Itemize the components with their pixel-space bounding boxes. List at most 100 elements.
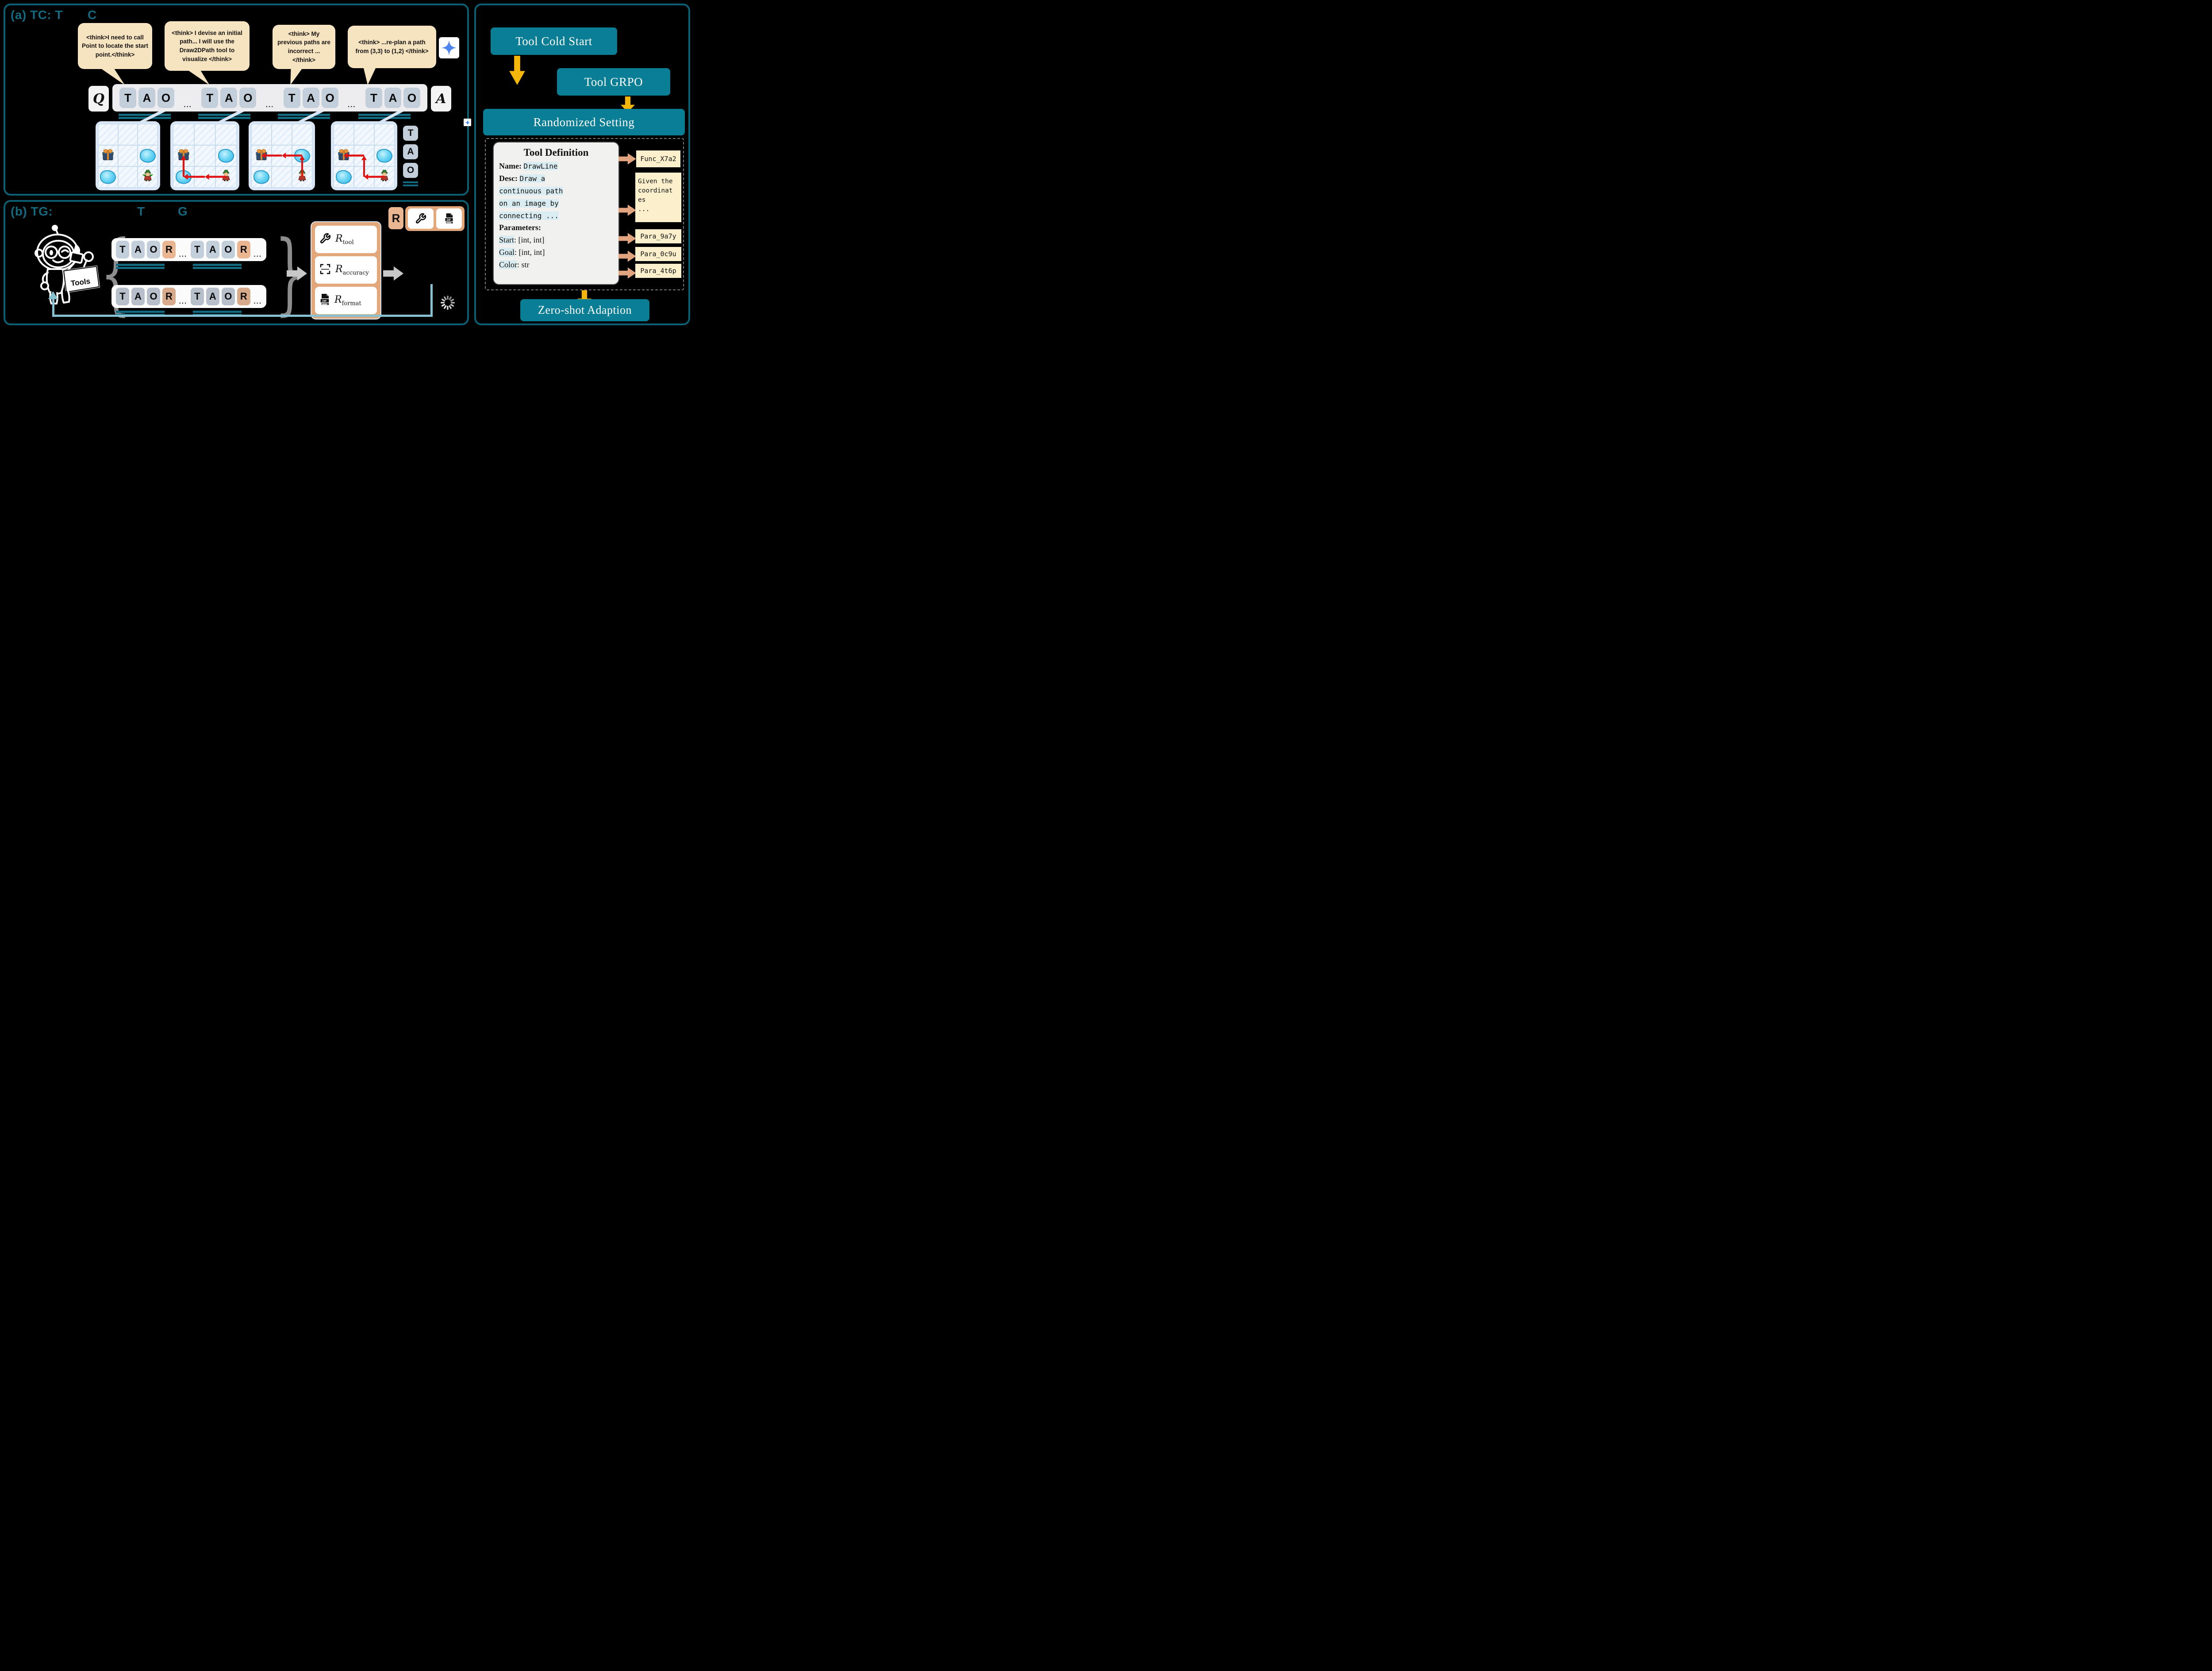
token-o: O <box>147 288 160 305</box>
red-path-overlay <box>98 124 157 188</box>
feedback-line-left <box>52 299 54 316</box>
zip-file-icon: ZIP <box>319 293 330 308</box>
token-r: R <box>237 288 250 305</box>
panel-b-title-t: T <box>137 204 145 218</box>
ice-tile <box>292 124 312 145</box>
gift-icon <box>337 149 350 163</box>
token-r: R <box>237 241 250 258</box>
tool-desc-line: connecting ... <box>499 211 559 220</box>
ice-tile <box>138 124 157 145</box>
ellipsis: ... <box>265 101 274 109</box>
token-t: T <box>116 288 129 305</box>
ice-tile <box>334 124 354 145</box>
tool-name-value: DrawLine <box>523 162 558 170</box>
gemini-star-icon <box>439 37 459 58</box>
underline <box>119 117 171 119</box>
ellipsis: ... <box>179 251 188 258</box>
ellipsis: ... <box>184 101 192 109</box>
vstack-token-o: O <box>403 163 418 178</box>
underline <box>198 117 250 119</box>
token-t: T <box>190 241 204 258</box>
tool-param-start: Start: [int, int] <box>499 235 545 245</box>
feedback-arrowhead-up <box>48 291 58 299</box>
feedback-line-right <box>430 284 433 317</box>
feedback-line-bottom <box>52 315 433 317</box>
tool-grpo-box: Tool GRPO <box>557 68 670 96</box>
panel-a-title-part1: (a) TC: T <box>11 8 63 22</box>
token-a: A <box>138 88 155 108</box>
think-bubble-3: <think> My previous paths are incorrect … <box>273 25 335 69</box>
underline <box>116 311 165 313</box>
tool-definition-card: Tool Definition Name: DrawLine Desc: Dra… <box>493 142 619 285</box>
reward-format-card: ZIP Rformat <box>315 287 377 314</box>
frozenlake-grid-4 <box>331 121 397 190</box>
underline <box>116 267 165 269</box>
reward-accuracy-label: Raccuracy <box>335 263 369 277</box>
wrench-icon <box>408 208 434 229</box>
query-symbol-box: Q <box>88 86 109 112</box>
think-bubble-2-text: <think> I devise an initial path... I wi… <box>172 29 242 62</box>
ice-tile <box>272 124 292 145</box>
ice-tile <box>215 124 237 145</box>
ice-tile <box>118 166 138 188</box>
token-a: A <box>206 288 219 305</box>
tool-desc-line: on an image by <box>499 199 559 208</box>
mapped-desc-token: Given the coordinat es ... <box>635 173 681 222</box>
tool-params-label: Parameters: <box>499 223 541 232</box>
ice-hole <box>253 170 269 184</box>
ice-hole <box>100 170 116 184</box>
think-bubble-3-text: <think> My previous paths are incorrect … <box>277 30 331 63</box>
red-path-overlay <box>261 152 305 177</box>
panel-right-tool-training: Tool Cold Start Tool GRPO Randomized Set… <box>474 4 690 325</box>
token-o: O <box>221 288 235 305</box>
underline <box>403 181 418 183</box>
tool-name-line: Name: DrawLine <box>499 162 558 170</box>
arrow-right-icon <box>383 266 403 281</box>
underline <box>116 264 165 266</box>
bubble-tail-1 <box>100 68 125 85</box>
randomized-setting-container <box>485 138 684 290</box>
underline <box>193 267 242 269</box>
ice-hole <box>218 149 234 163</box>
panel-a-title-part2: C <box>88 8 97 22</box>
token-t: T <box>365 88 382 108</box>
underline <box>403 185 418 186</box>
reward-tool-label: Rtool <box>335 233 354 246</box>
ice-hole <box>139 149 156 163</box>
ice-tile <box>251 124 272 145</box>
reward-format-label: Rformat <box>334 294 361 307</box>
mapped-para2-token: Para_0c9u <box>635 247 681 261</box>
ice-hole <box>376 149 392 163</box>
panel-b-title-g: G <box>178 204 188 218</box>
ellipsis: ... <box>348 101 356 109</box>
query-symbol: Q <box>92 91 105 107</box>
ice-tile <box>374 124 395 145</box>
ice-tile <box>194 145 215 166</box>
tool-desc-line: continuous path <box>499 186 563 195</box>
token-a: A <box>384 88 401 108</box>
think-bubble-2: <think> I devise an initial path... I wi… <box>165 21 250 71</box>
token-a: A <box>131 288 145 305</box>
token-r: R <box>162 288 176 305</box>
underline <box>193 311 242 313</box>
ice-hole <box>336 170 352 184</box>
frozenlake-grid-2 <box>170 121 239 190</box>
red-path-overlay <box>344 152 384 180</box>
token-a: A <box>220 88 238 108</box>
underline <box>278 117 330 119</box>
reward-icons-box: ZIP <box>405 206 465 231</box>
mapped-para3-token: Para_4t6p <box>635 264 681 278</box>
ice-tile <box>354 124 374 145</box>
ice-tile <box>194 124 215 145</box>
ice-tile <box>118 145 138 166</box>
wrench-icon <box>319 233 331 246</box>
tool-definition-title: Tool Definition <box>523 147 589 158</box>
